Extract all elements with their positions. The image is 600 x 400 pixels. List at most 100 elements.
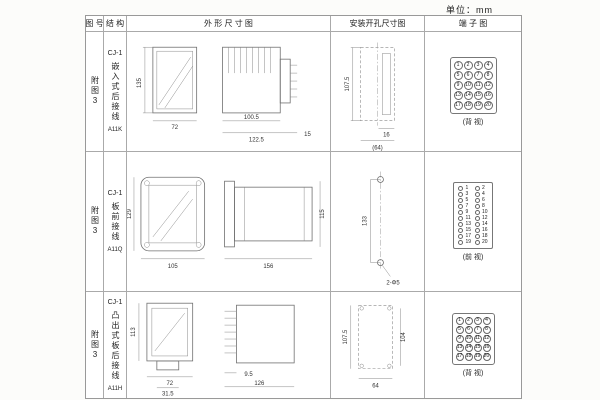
row1-fig-no: 附图3 xyxy=(86,32,104,152)
terminal: 16 xyxy=(475,226,488,233)
terminal: 8 xyxy=(483,70,493,80)
terminal: 2 xyxy=(464,316,473,325)
terminal-number: 1 xyxy=(465,184,469,191)
dim-label: 135 xyxy=(137,77,143,88)
terminal-dot xyxy=(475,215,480,221)
front-view xyxy=(140,176,206,251)
side-view xyxy=(222,46,298,113)
terminal: 10 xyxy=(463,80,473,90)
terminal: 15 xyxy=(473,343,482,352)
terminal: 11 xyxy=(473,80,483,90)
dim-label: 156 xyxy=(263,263,274,269)
terminal-dot xyxy=(475,197,480,203)
terminal-caption: (背 视) xyxy=(462,369,484,377)
row2-outline-drawing: 129 105 156 115 xyxy=(127,152,331,292)
row3-mount-drawing: 107.5 104 64 xyxy=(331,292,425,398)
fig-no-text: 附图3 xyxy=(90,206,100,237)
terminal-dot xyxy=(475,233,480,239)
header-structure: 结 构 xyxy=(104,16,127,32)
code-text: A11K xyxy=(107,127,123,133)
dim-label: 107.5 xyxy=(345,75,351,91)
terminal: 5 xyxy=(455,325,464,334)
structure-text: 嵌入式后接线 xyxy=(111,62,120,122)
terminal: 6 xyxy=(475,196,488,203)
terminal-dot xyxy=(458,203,464,209)
terminal: 5 xyxy=(453,70,463,80)
fig-no-text: 附图3 xyxy=(90,76,100,107)
terminal-number: 7 xyxy=(465,202,469,209)
dim-label: 105 xyxy=(168,263,179,269)
model-text: CJ-1 xyxy=(107,190,123,197)
terminal: 3 xyxy=(458,191,471,197)
terminal-dot xyxy=(475,191,480,197)
dim-label: 31.5 xyxy=(162,392,174,397)
dim-label: 64 xyxy=(372,384,379,390)
terminal: 14 xyxy=(475,221,488,227)
terminal: 9 xyxy=(455,334,464,343)
terminal-dot xyxy=(458,239,464,245)
terminal: 20 xyxy=(475,239,488,245)
row3-fig-no: 附图3 xyxy=(86,292,104,398)
terminal: 18 xyxy=(463,100,473,110)
terminal-number: 16 xyxy=(482,226,488,233)
terminal-dot xyxy=(458,191,464,197)
terminal-dot xyxy=(458,197,464,203)
terminal-number: 8 xyxy=(482,202,485,209)
terminal-dot xyxy=(475,209,480,215)
dim-label: 72 xyxy=(171,124,178,130)
fig-no-text: 附图3 xyxy=(90,329,100,361)
terminal-number: 6 xyxy=(482,196,485,203)
terminal-dot xyxy=(458,215,464,221)
mount-drawing-svg: 107.5 16 (64) xyxy=(345,42,395,151)
dim-label: (64) xyxy=(372,145,383,151)
terminal: 4 xyxy=(475,190,488,197)
dim-label: 2-Φ5 xyxy=(386,280,400,286)
terminal-number: 15 xyxy=(465,226,471,233)
dim-label: 126 xyxy=(254,381,265,387)
row1-mount-drawing: 107.5 16 (64) xyxy=(331,32,425,152)
terminal: 13 xyxy=(455,343,464,352)
header-terminal-diagram: 端 子 图 xyxy=(425,16,521,32)
terminal-dot xyxy=(458,221,464,227)
terminal: 7 xyxy=(473,70,483,80)
terminal: 1 xyxy=(455,316,464,325)
code-text: A11Q xyxy=(107,247,123,253)
terminal: 17 xyxy=(453,100,463,110)
terminal-number: 4 xyxy=(482,190,485,197)
terminal-number: 11 xyxy=(465,214,471,221)
front-view-dims: 129 105 xyxy=(127,176,205,269)
terminal: 8 xyxy=(475,202,488,209)
terminal: 10 xyxy=(464,334,473,343)
terminal-number: 17 xyxy=(465,232,471,239)
terminal: 4 xyxy=(482,316,491,325)
terminal: 19 xyxy=(473,100,483,110)
row1-structure: CJ-1 嵌入式后接线 A11K xyxy=(104,32,127,152)
terminal: 17 xyxy=(458,232,471,239)
row2-mount-drawing: 133 2-Φ5 xyxy=(331,152,425,292)
header-outline-dims: 外 形 尺 寸 图 xyxy=(127,16,331,32)
terminal: 2 xyxy=(463,60,473,70)
side-view-dims: 100.5 122.5 15 xyxy=(222,114,311,143)
terminal-number: 13 xyxy=(465,220,471,227)
terminal-dot xyxy=(475,221,480,227)
terminal: 12 xyxy=(483,80,493,90)
dim-label: 72 xyxy=(166,381,173,387)
terminal: 3 xyxy=(473,316,482,325)
row2-structure: CJ-1 板前接线 A11Q xyxy=(104,152,127,292)
terminal: 6 xyxy=(463,70,473,80)
terminal: 10 xyxy=(475,209,488,215)
terminal: 19 xyxy=(473,352,482,361)
dim-label: 115 xyxy=(320,208,326,218)
structure-text: 凸出式板后接线 xyxy=(111,310,120,381)
mount-drawing-svg: 133 2-Φ5 xyxy=(363,171,400,286)
terminal: 20 xyxy=(482,352,491,361)
front-view xyxy=(152,46,198,113)
dim-label: 129 xyxy=(127,208,133,219)
terminal: 13 xyxy=(458,220,471,227)
model-text: CJ-1 xyxy=(107,298,123,306)
terminal: 15 xyxy=(458,226,471,233)
code-text: A11H xyxy=(107,385,123,392)
terminal: 16 xyxy=(482,343,491,352)
